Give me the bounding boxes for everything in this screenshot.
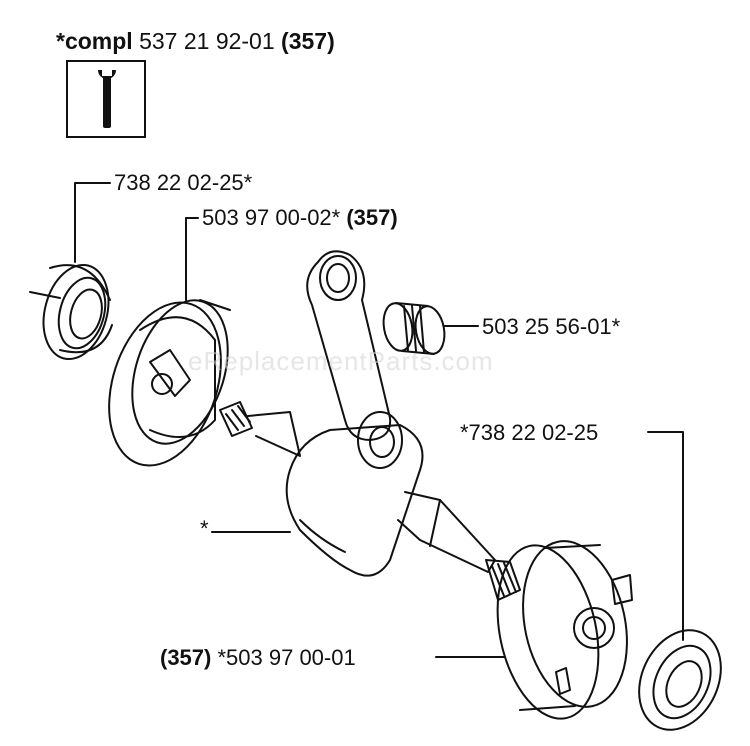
- wrench-icon: [98, 70, 116, 128]
- compl-prefix: *compl: [56, 28, 133, 54]
- crank-half-top-ref: (357): [346, 205, 398, 230]
- watermark: eReplacementParts.com: [188, 346, 494, 376]
- label-bearing-top: 738 22 02-25*: [114, 170, 253, 195]
- label-crank-half-top: 503 97 00-02* (357): [202, 207, 398, 229]
- crankshaft-shape: [219, 250, 521, 601]
- leader-crank-half-top: [185, 217, 199, 301]
- bearing-bottom-shape: [638, 629, 722, 731]
- crank-half-top-number: 503 97 00-02*: [202, 205, 341, 230]
- bearing-top-shape: [29, 263, 113, 361]
- leader-bearing-top: [74, 182, 111, 263]
- tool-box: [66, 60, 146, 138]
- crank-half-bottom-shape: [496, 540, 633, 720]
- label-crank-half-bottom: (357) *503 97 00-01: [160, 647, 356, 669]
- label-needle-bearing: 503 25 56-01*: [482, 314, 621, 339]
- crank-half-bottom-number: *503 97 00-01: [217, 645, 356, 670]
- leader-bearing-bottom: [647, 431, 684, 641]
- label-bearing-bottom: *738 22 02-25: [460, 420, 599, 445]
- compl-number: 537 21 92-01: [139, 28, 275, 54]
- crank-half-bottom-ref: (357): [160, 645, 212, 670]
- crank-half-top-shape: [108, 299, 231, 467]
- kit-label: *compl 537 21 92-01 (357): [56, 30, 335, 53]
- label-crankshaft: *: [200, 516, 209, 541]
- compl-ref: (357): [281, 28, 335, 54]
- needle-bearing-shape: [382, 302, 446, 355]
